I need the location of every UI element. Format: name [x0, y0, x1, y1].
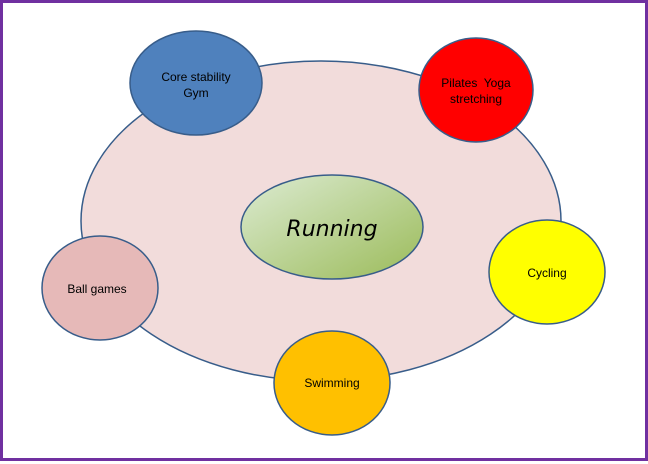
cycle-diagram: Running Core stability Gym Pilates Yoga …	[41, 30, 606, 436]
node-pilates-label-line1: Pilates Yoga	[441, 76, 511, 90]
node-pilates-label-line2: stretching	[450, 92, 502, 106]
node-ball-games: Ball games	[41, 235, 159, 341]
node-core-label-line1: Core stability	[161, 70, 230, 84]
node-swimming-label: Swimming	[304, 376, 359, 390]
node-core-ellipse	[129, 30, 263, 136]
node-cycling-label: Cycling	[527, 266, 566, 280]
node-swimming: Swimming	[273, 330, 391, 436]
node-core-stability: Core stability Gym	[129, 30, 263, 136]
node-cycling-ellipse	[488, 219, 606, 325]
node-swimming-ellipse	[273, 330, 391, 436]
center-ellipse	[240, 174, 424, 280]
node-ball-label: Ball games	[67, 282, 126, 296]
center-node: Running	[240, 174, 424, 280]
node-ball-ellipse	[41, 235, 159, 341]
center-label: Running	[286, 217, 377, 242]
node-core-label-line2: Gym	[183, 86, 208, 100]
node-cycling: Cycling	[488, 219, 606, 325]
node-pilates-ellipse	[418, 37, 534, 143]
node-pilates-yoga: Pilates Yoga stretching	[418, 37, 534, 143]
